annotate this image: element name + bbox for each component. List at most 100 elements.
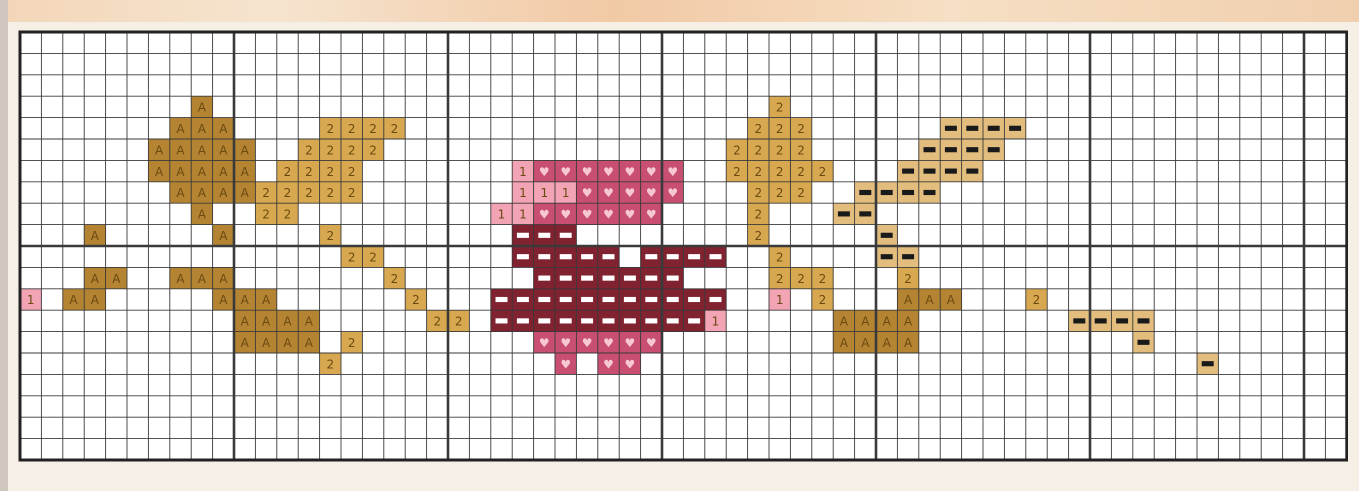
stitch-symbol: 2 (262, 186, 270, 200)
stitch-symbol: 1 (776, 293, 784, 307)
stitch-symbol: 2 (391, 272, 399, 286)
stitch-symbol (645, 276, 657, 281)
stitch-symbol: 2 (326, 122, 334, 136)
stitch-symbol (581, 276, 593, 281)
stitch-symbol: A (241, 186, 250, 200)
stitch-symbol (945, 169, 957, 174)
stitch-symbol (667, 276, 679, 281)
stitch-symbol: ♥ (603, 165, 614, 179)
stitch-symbol: A (262, 336, 271, 350)
stitch-symbol: A (176, 122, 185, 136)
stitch-symbol: A (198, 165, 207, 179)
stitch-symbol: ♥ (560, 208, 571, 222)
stitch-symbol (966, 147, 978, 152)
stitch-symbol: ♥ (646, 186, 657, 200)
stitch-symbol: 2 (305, 186, 313, 200)
stitch-symbol: 1 (712, 315, 720, 329)
stitch-symbol (945, 147, 957, 152)
stitch-symbol (881, 254, 893, 259)
stitch-symbol: 2 (754, 186, 762, 200)
stitch-symbol (688, 254, 700, 259)
stitch-symbol: ♥ (582, 336, 593, 350)
stitch-symbol: ♥ (646, 165, 657, 179)
stitch-symbol: ♥ (560, 357, 571, 371)
stitch-symbol (645, 318, 657, 323)
stitch-symbol (859, 211, 871, 216)
stitch-symbol: ♥ (646, 336, 657, 350)
stitch-symbol (624, 297, 636, 302)
stitch-symbol (538, 297, 550, 302)
stitch-symbol: 2 (348, 186, 356, 200)
stitch-symbol: ♥ (539, 208, 550, 222)
stitch-symbol: 2 (305, 165, 313, 179)
stitch-symbol: ♥ (625, 165, 636, 179)
stitch-symbol: A (198, 208, 207, 222)
stitch-symbol: ♥ (582, 165, 593, 179)
stitch-symbol: A (283, 336, 292, 350)
stitch-symbol (645, 254, 657, 259)
stitch-symbol: 2 (348, 336, 356, 350)
stitch-symbol: ♥ (539, 336, 550, 350)
stitch-symbol: A (861, 336, 870, 350)
stitch-symbol: 2 (326, 143, 334, 157)
stitch-symbol: 2 (433, 315, 441, 329)
stitch-symbol: A (198, 143, 207, 157)
stitch-symbol: 2 (326, 186, 334, 200)
stitch-symbol (624, 276, 636, 281)
stitch-symbol: 2 (733, 165, 741, 179)
stitch-symbol (902, 169, 914, 174)
stitch-symbol (538, 276, 550, 281)
stitch-symbol: ♥ (582, 186, 593, 200)
stitch-symbol: 1 (519, 208, 527, 222)
stitch-symbol (603, 254, 615, 259)
stitch-symbol: A (176, 186, 185, 200)
stitch-symbol: 2 (326, 165, 334, 179)
stitch-symbol (881, 233, 893, 238)
stitch-symbol: ♥ (603, 357, 614, 371)
stitch-symbol: A (305, 315, 314, 329)
stitch-symbol: 2 (819, 165, 827, 179)
stitch-symbol: A (947, 293, 956, 307)
stitch-symbol (496, 318, 508, 323)
stitch-symbol (859, 190, 871, 195)
stitch-symbol: 2 (284, 165, 292, 179)
stitch-symbol (496, 297, 508, 302)
stitch-symbol (560, 233, 572, 238)
stitch-symbol (645, 297, 657, 302)
stitch-symbol (924, 169, 936, 174)
stitch-symbol: A (904, 315, 913, 329)
stitch-symbol: 2 (797, 143, 805, 157)
stitch-symbol: 2 (754, 229, 762, 243)
stitch-symbol (1073, 318, 1085, 323)
stitch-symbol: 2 (326, 357, 334, 371)
stitch-symbol: A (91, 272, 100, 286)
stitch-symbol: A (904, 293, 913, 307)
stitch-symbol: 2 (348, 143, 356, 157)
stitch-symbol: ♥ (560, 165, 571, 179)
stitch-symbol: 2 (776, 122, 784, 136)
stitch-symbol: ♥ (603, 208, 614, 222)
stitch-symbol: 1 (498, 208, 506, 222)
stitch-symbol (945, 126, 957, 131)
page-edge-strip (0, 0, 8, 491)
stitch-symbol: A (219, 143, 228, 157)
stitch-symbol: ♥ (625, 357, 636, 371)
stitch-symbol: A (904, 336, 913, 350)
stitch-symbol: 2 (348, 122, 356, 136)
stitch-symbol (1116, 318, 1128, 323)
stitch-symbol (924, 147, 936, 152)
stitch-symbol: 2 (412, 293, 420, 307)
stitch-symbol: 2 (776, 101, 784, 115)
stitch-symbol: 2 (348, 165, 356, 179)
stitch-symbol (1202, 361, 1214, 366)
stitch-symbol: A (155, 165, 164, 179)
stitch-symbol (667, 254, 679, 259)
stitch-symbol: A (91, 229, 100, 243)
stitch-symbol (538, 233, 550, 238)
stitch-symbol: 2 (776, 143, 784, 157)
stitch-symbol: A (241, 143, 250, 157)
stitch-symbol: A (219, 272, 228, 286)
stitch-symbol: A (198, 101, 207, 115)
stitch-symbol: A (112, 272, 121, 286)
stitch-symbol (581, 254, 593, 259)
